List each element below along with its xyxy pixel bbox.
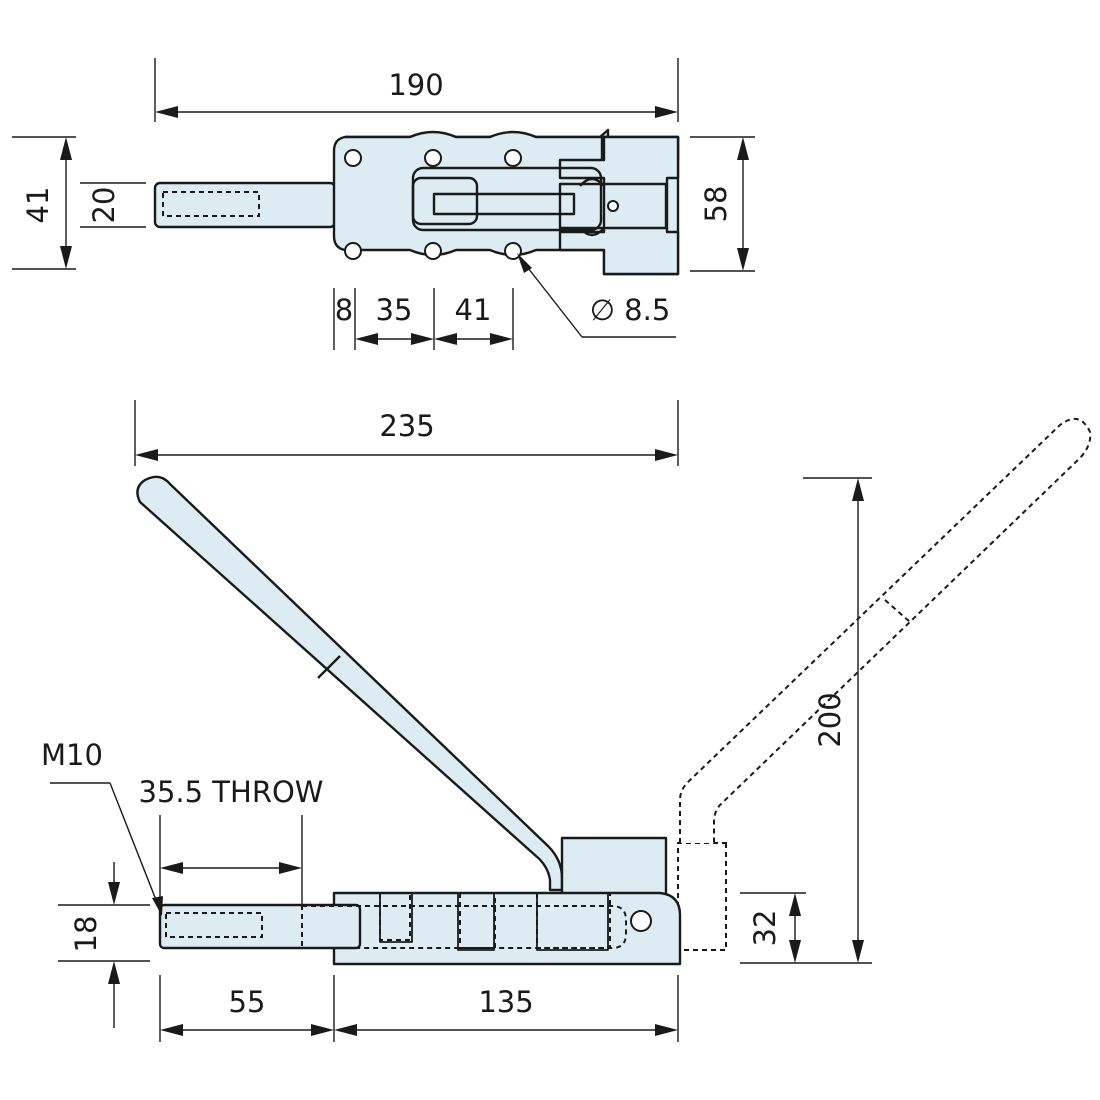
dim-235: 235 — [134, 400, 679, 466]
dim-text-32: 32 — [748, 910, 782, 947]
dim-text-58: 58 — [699, 186, 733, 223]
dim-text-20: 20 — [87, 187, 121, 224]
mount-hole-5 — [424, 242, 442, 260]
plunger-thread-side-hidden — [165, 912, 263, 938]
slide-block — [411, 176, 479, 226]
dim-bottom-lengths: 55 135 — [159, 975, 679, 1042]
mount-hole-1 — [344, 149, 362, 167]
plunger-rod-side — [158, 903, 362, 950]
dim-text-190: 190 — [388, 68, 443, 102]
dim-hole-spacing: 8 35 41 — [333, 288, 514, 350]
dim-throw: 35.5 THROW — [139, 775, 324, 905]
dim-text-8: 8 — [335, 293, 353, 327]
fork-top — [558, 135, 680, 276]
pivot-block — [558, 182, 668, 230]
internal-slots — [379, 893, 609, 951]
dim-text-thread: M10 — [41, 738, 103, 772]
dim-text-41-height: 41 — [21, 187, 55, 224]
base-body — [332, 891, 682, 966]
dim-text-55: 55 — [229, 985, 266, 1019]
dim-58: 58 — [690, 136, 755, 272]
mount-hole-4 — [344, 242, 362, 260]
mount-hole-2 — [424, 149, 442, 167]
mount-hole-6 — [504, 242, 522, 260]
mount-hole-3 — [504, 149, 522, 167]
pivot-pin — [607, 200, 619, 212]
handle — [136, 475, 564, 892]
dim-text-200: 200 — [813, 692, 847, 747]
top-view: 190 41 20 58 — [12, 58, 755, 350]
dim-text-41-pitch: 41 — [455, 293, 492, 327]
base-pivot-hole — [630, 910, 652, 932]
dim-text-235: 235 — [379, 409, 434, 443]
dim-hole-diameter: ∅ 8.5 — [517, 253, 676, 338]
dim-text-35: 35 — [376, 293, 413, 327]
dim-190: 190 — [154, 58, 679, 122]
dim-32: 32 — [740, 892, 806, 963]
plunger-thread-hidden — [162, 191, 260, 217]
dim-text-hole-diameter: ∅ 8.5 — [590, 293, 671, 327]
dim-200: 200 — [740, 477, 872, 964]
handle-open-ghost — [677, 417, 1092, 951]
dim-text-throw: 35.5 THROW — [139, 775, 324, 809]
pivot-housing — [560, 836, 668, 898]
link-bar — [432, 192, 576, 216]
dim-20: 20 — [80, 182, 146, 228]
pivot-ear-top — [579, 177, 605, 187]
dim-41-height: 41 — [12, 136, 76, 270]
dim-text-135: 135 — [478, 985, 533, 1019]
plunger-rod-top — [153, 181, 337, 229]
side-view: 235 200 32 M10 — [41, 400, 1092, 1042]
dim-text-18: 18 — [69, 916, 103, 953]
pivot-ear-bottom — [579, 227, 605, 237]
dim-thread: M10 — [41, 738, 163, 916]
dim-18: 18 — [58, 862, 150, 1028]
handle-grip-end — [317, 655, 341, 679]
